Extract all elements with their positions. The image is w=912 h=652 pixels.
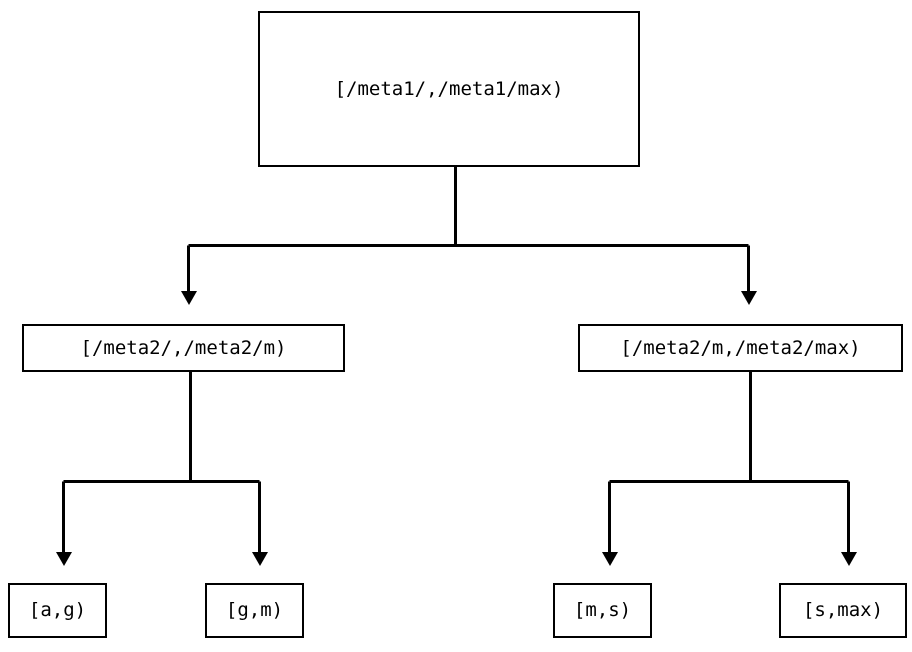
node-leaf-smax[interactable]: [s,max) — [779, 583, 907, 638]
arrowhead-to-leaf-ag — [56, 552, 72, 566]
node-root[interactable]: [/meta1/,/meta1/max) — [258, 11, 640, 167]
arrowhead-to-leaf-gm — [252, 552, 268, 566]
node-meta2-high-label: [/meta2/m,/meta2/max) — [620, 336, 861, 359]
arrowhead-to-meta2-low — [181, 291, 197, 305]
node-leaf-ag-label: [a,g) — [28, 599, 87, 621]
node-leaf-ms[interactable]: [m,s) — [553, 583, 652, 638]
node-leaf-gm-label: [g,m) — [225, 599, 284, 621]
node-meta2-low[interactable]: [/meta2/,/meta2/m) — [22, 324, 345, 372]
node-leaf-ms-label: [m,s) — [573, 599, 632, 621]
arrowhead-to-meta2-high — [741, 291, 757, 305]
arrowhead-to-leaf-ms — [602, 552, 618, 566]
node-leaf-gm[interactable]: [g,m) — [205, 583, 304, 638]
node-root-label: [/meta1/,/meta1/max) — [334, 77, 564, 100]
arrowhead-to-leaf-smax — [841, 552, 857, 566]
node-meta2-high[interactable]: [/meta2/m,/meta2/max) — [578, 324, 903, 372]
node-meta2-low-label: [/meta2/,/meta2/m) — [80, 336, 287, 359]
node-leaf-ag[interactable]: [a,g) — [8, 583, 107, 638]
node-leaf-smax-label: [s,max) — [802, 599, 884, 621]
